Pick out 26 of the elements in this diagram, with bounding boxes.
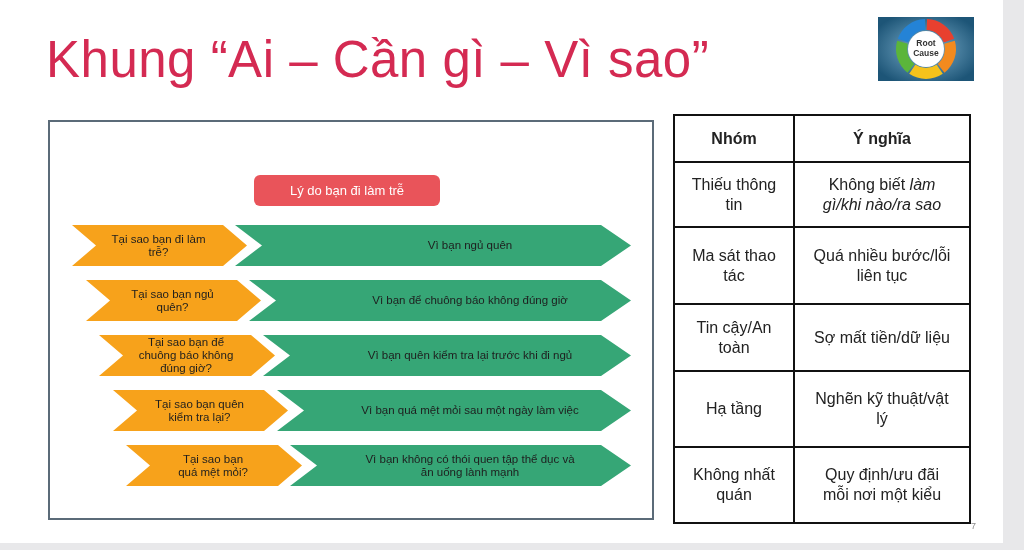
table-cell: Hạ tầng — [674, 371, 794, 447]
table-cell: Không nhất quán — [674, 447, 794, 523]
question-banner: Tại sao bạn quá mệt mỏi? — [126, 445, 302, 486]
table-cell: Nghẽn kỹ thuật/vật lý — [794, 371, 970, 447]
question-banner: Tại sao bạn đi làm trễ? — [72, 225, 247, 266]
table-cell: Tin cậy/An toàn — [674, 304, 794, 371]
table-cell: Thiếu thông tin — [674, 162, 794, 227]
page-number: 7 — [971, 521, 976, 531]
question-banner: Tại sao bạn để chuông báo không đúng giờ? — [99, 335, 275, 376]
answer-banner: Vì bạn quá mệt mỏi sau một ngày làm việc — [277, 390, 631, 431]
slide-title: Khung “Ai – Cần gì – Vì sao” — [46, 30, 710, 90]
table-header-cell: Nhóm — [674, 115, 794, 162]
answer-banner: Vì bạn không có thói quen tập thể dục và ăn uống lành mạnh — [290, 445, 631, 486]
question-banner: Tại sao bạn ngủ quên? — [86, 280, 261, 321]
table-header-cell: Ý nghĩa — [794, 115, 970, 162]
table-cell: Quá nhiều bước/lỗi liên tục — [794, 227, 970, 304]
table-cell: Quy định/ưu đãi mỗi nơi một kiểu — [794, 447, 970, 523]
root-cause-cycle-picture: Root Cause — [878, 17, 974, 81]
table-cell: Ma sát thao tác — [674, 227, 794, 304]
answer-banner: Vì bạn ngủ quên — [235, 225, 631, 266]
answer-banner: Vì bạn để chuông báo không đúng giờ — [249, 280, 631, 321]
answer-banner: Vì bạn quên kiểm tra lại trước khi đi ngủ — [263, 335, 631, 376]
table-cell: Không biết làm gì/khi nào/ra sao — [794, 162, 970, 227]
table-cell: Sợ mất tiền/dữ liệu — [794, 304, 970, 371]
topic-heading-box: Lý do bạn đi làm trễ — [254, 175, 440, 206]
question-banner: Tại sao bạn quên kiểm tra lại? — [113, 390, 288, 431]
